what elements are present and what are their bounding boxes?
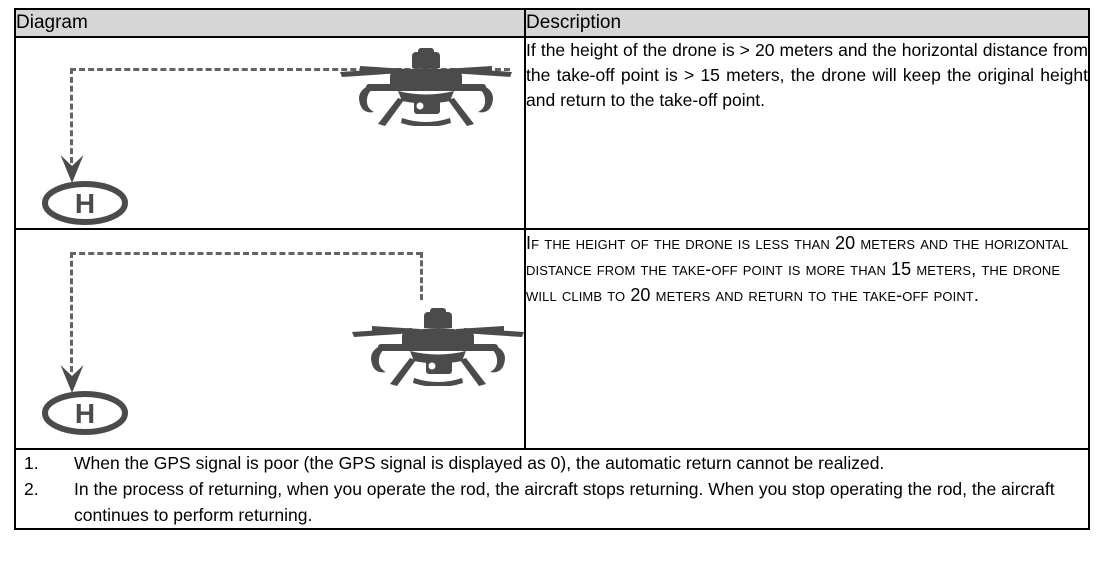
column-header-diagram: Diagram [13, 8, 527, 38]
helipad-letter: H [75, 188, 95, 219]
return-to-home-high-altitude-diagram: H [16, 38, 524, 228]
helipad-letter: H [75, 398, 95, 429]
description-cell-row2: If the height of the drone is less than … [524, 228, 1090, 450]
table-row: H [13, 36, 1090, 230]
note-marker: 2. [24, 479, 39, 499]
drone-icon [350, 302, 524, 386]
flight-path-climb-segment [420, 252, 423, 300]
notes-row: 1. When the GPS signal is poor (the GPS … [14, 448, 1090, 530]
drone-icon [338, 42, 514, 126]
notes-cell: 1. When the GPS signal is poor (the GPS … [14, 448, 1090, 530]
flight-path-descent-segment [70, 252, 73, 372]
diagram-cell-row1: H [13, 36, 527, 230]
flight-path-horizontal-segment [70, 68, 510, 71]
flight-path-horizontal-segment [70, 252, 422, 255]
list-item: 1. When the GPS signal is poor (the GPS … [16, 450, 1088, 476]
note-text: In the process of returning, when you op… [74, 479, 1055, 525]
note-text: When the GPS signal is poor (the GPS sig… [74, 453, 885, 473]
table-row: H [13, 228, 1090, 450]
flight-path-descent-segment [70, 68, 73, 163]
note-marker: 1. [24, 453, 39, 473]
helipad-icon: H [42, 180, 128, 226]
description-text-row2: If the height of the drone is less than … [526, 233, 1069, 305]
return-to-home-low-altitude-diagram: H [16, 230, 524, 448]
table-header-row: Diagram Description [13, 8, 1090, 38]
notes-list: 1. When the GPS signal is poor (the GPS … [16, 450, 1088, 528]
return-to-home-table: Diagram Description [13, 8, 1090, 530]
description-cell-row1: If the height of the drone is > 20 meter… [524, 36, 1090, 230]
column-header-description: Description [524, 8, 1090, 38]
diagram-cell-row2: H [13, 228, 527, 450]
description-text-row1: If the height of the drone is > 20 meter… [526, 40, 1088, 110]
helipad-icon: H [42, 390, 128, 436]
list-item: 2. In the process of returning, when you… [16, 476, 1088, 528]
